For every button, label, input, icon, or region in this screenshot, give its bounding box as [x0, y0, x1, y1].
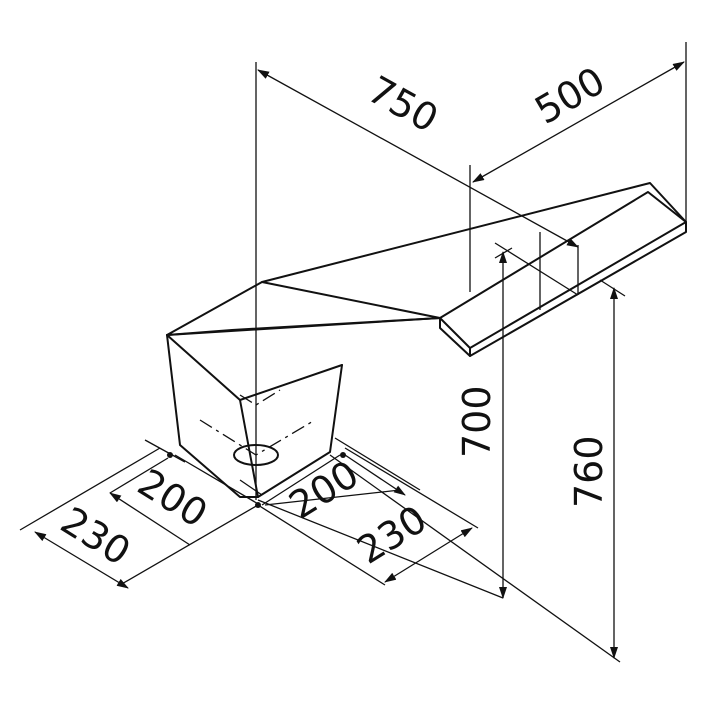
dim-line-230-left	[34, 531, 129, 589]
dim-label-750: 750	[361, 67, 446, 141]
dim-label-200-right: 200	[281, 452, 366, 528]
top-slab	[166, 182, 687, 357]
dim-label-230-left: 230	[53, 498, 138, 574]
dim-line-750	[257, 69, 579, 248]
dim-line-230-right	[384, 527, 473, 583]
floor-extension-lines	[19, 437, 621, 663]
dim-label-500: 500	[528, 58, 613, 132]
dim-line-200-right	[264, 489, 401, 506]
dim-line-200-left	[109, 457, 169, 494]
dim-label-760: 760	[567, 435, 611, 508]
dim-label-230-right: 230	[349, 497, 434, 573]
dim-line-500	[472, 61, 685, 183]
dim-line-200-left-arrow	[109, 492, 191, 546]
dim-label-700: 700	[455, 385, 499, 458]
